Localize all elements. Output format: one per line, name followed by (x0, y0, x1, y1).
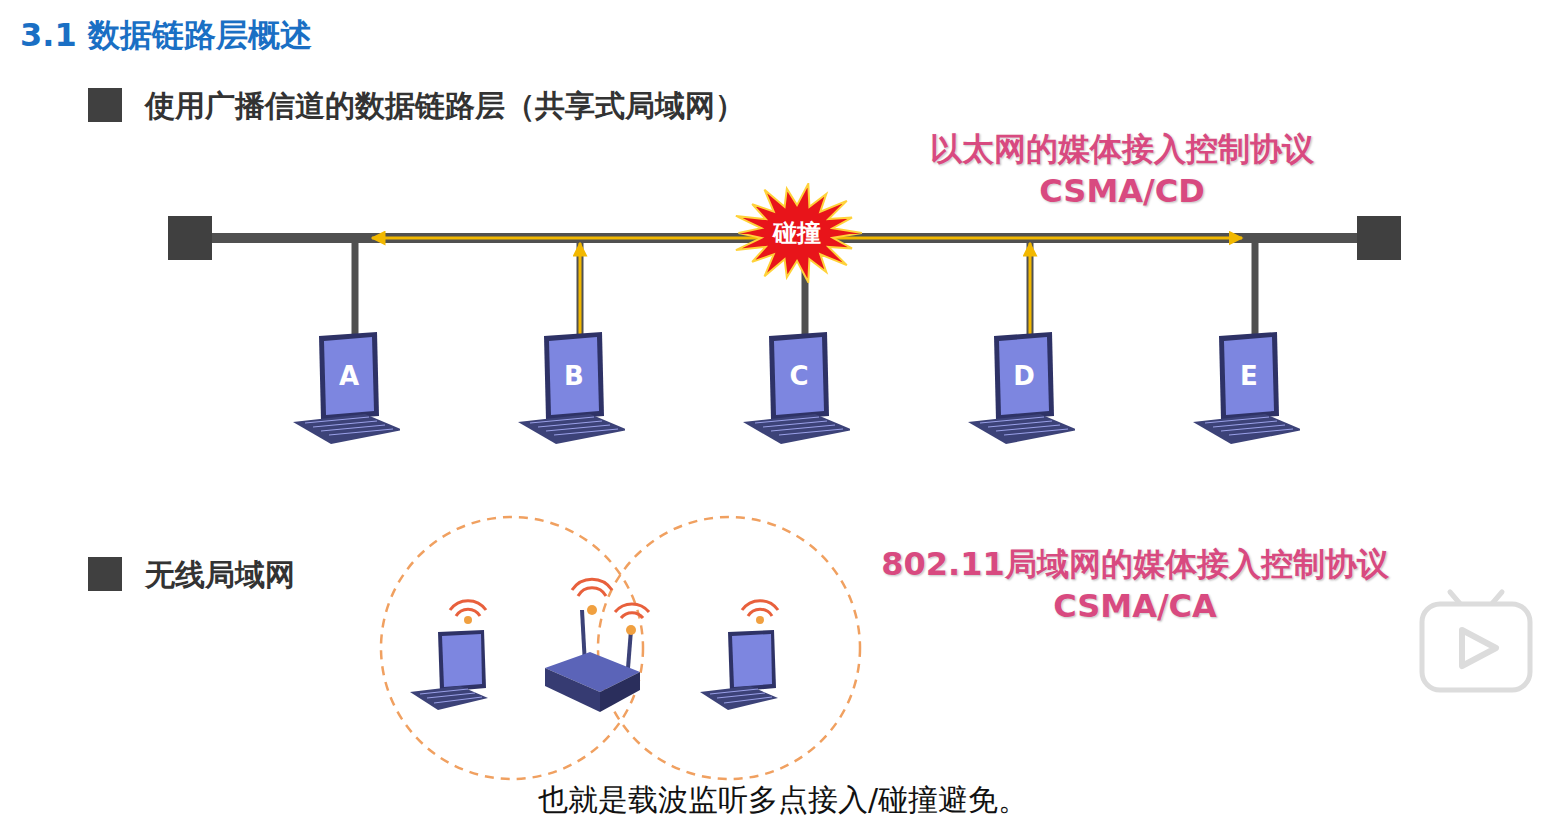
section-bullet (88, 88, 122, 122)
laptop-station: A (325, 332, 435, 447)
section-heading: 无线局域网 (145, 555, 295, 596)
terminator (168, 216, 212, 260)
protocol-label: 以太网的媒体接入控制协议 (930, 128, 1314, 172)
coverage-circle (598, 517, 860, 779)
station-letter: C (774, 361, 824, 391)
collision-burst: 碰撞 (732, 183, 862, 283)
protocol-name: CSMA/CD (1039, 172, 1204, 210)
laptop-station: B (550, 332, 660, 447)
wireless-laptop (410, 601, 488, 710)
laptop-station: D (1000, 332, 1110, 447)
section-heading: 使用广播信道的数据链路层（共享式局域网） (145, 86, 745, 127)
station-letter: A (324, 361, 374, 391)
laptop-station: E (1225, 332, 1335, 447)
station-letter: E (1224, 361, 1274, 391)
wireless-laptop (700, 601, 778, 710)
collision-label: 碰撞 (732, 217, 862, 249)
page-title: 3.1 数据链路层概述 (20, 14, 312, 58)
protocol-name: CSMA/CA (1053, 587, 1217, 625)
wireless-router (545, 579, 649, 712)
section-bullet (88, 557, 122, 591)
terminator (1357, 216, 1401, 260)
protocol-label: 802.11局域网的媒体接入控制协议 (881, 543, 1388, 587)
player-icon (1422, 592, 1530, 690)
subtitle-caption: 也就是载波监听多点接入/碰撞避免。 (538, 780, 1028, 821)
laptop-station: C (775, 332, 885, 447)
station-letter: B (549, 361, 599, 391)
coverage-circle (381, 517, 643, 779)
station-letter: D (999, 361, 1049, 391)
